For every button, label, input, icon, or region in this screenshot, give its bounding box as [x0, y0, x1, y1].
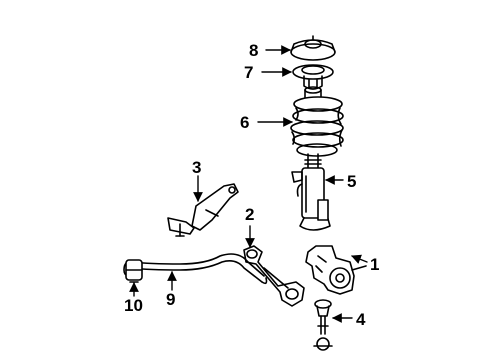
- callout-10: 10: [124, 296, 143, 315]
- stabilizer-bushing-part: [125, 259, 143, 283]
- callout-9: 9: [166, 290, 175, 309]
- coil-spring-part: [290, 86, 344, 157]
- callout-3: 3: [192, 158, 201, 177]
- callout-4: 4: [356, 310, 366, 329]
- callout-1: 1: [370, 255, 379, 274]
- callout-5: 5: [347, 172, 356, 191]
- callout-6: 6: [240, 113, 249, 132]
- stabilizer-bar-part: [123, 253, 268, 285]
- callout-8: 8: [249, 41, 258, 60]
- leader-lines: [129, 45, 368, 323]
- strut-mount-part: [290, 35, 336, 61]
- lower-control-arm-part: [243, 245, 305, 307]
- ball-joint-part: [313, 299, 333, 351]
- steering-knuckle-part: [305, 245, 367, 295]
- callout-7: 7: [244, 63, 253, 82]
- spring-seat-part: [292, 64, 334, 90]
- callout-2: 2: [245, 205, 254, 224]
- strut-assembly-part: [291, 153, 331, 231]
- strut-rod-bracket-part: [167, 183, 239, 237]
- callout-labels: 1 2 3 4 5 6 7 8 9 10: [124, 41, 379, 329]
- leader-1: [351, 254, 368, 264]
